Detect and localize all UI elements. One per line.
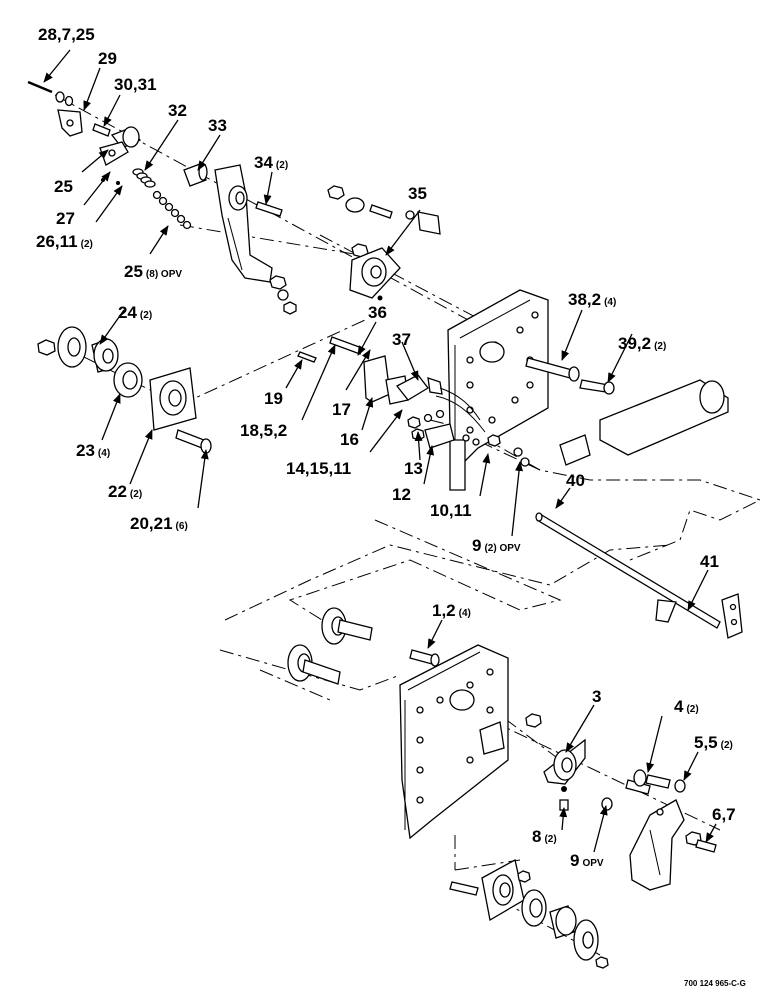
bolts-38-39 bbox=[525, 357, 615, 395]
side-plate-upper bbox=[447, 289, 549, 491]
upper-mount-bracket bbox=[214, 164, 441, 315]
center-switch-hardware bbox=[297, 336, 530, 467]
callout-34: 34(2) bbox=[254, 153, 288, 172]
callout-40: 40 bbox=[566, 471, 585, 490]
bottom-bearing-assembly bbox=[449, 859, 609, 969]
callout-labels: 28,7,25 29 30,31 32 33 34(2) 35 25 27 26… bbox=[36, 25, 736, 870]
spring-32 bbox=[132, 168, 156, 188]
callout-29: 29 bbox=[98, 49, 117, 68]
callout-arrows bbox=[43, 49, 717, 853]
lower-right-bracket bbox=[629, 799, 717, 891]
callout-4: 4(2) bbox=[674, 697, 699, 716]
callout-19: 19 bbox=[264, 389, 283, 408]
callout-5-5: 5,5(2) bbox=[694, 733, 733, 752]
callout-14-15-11: 14,15,11 bbox=[286, 459, 351, 478]
left-bearing-assembly bbox=[37, 326, 212, 454]
callout-27: 27 bbox=[56, 209, 75, 228]
callout-30-31: 30,31 bbox=[114, 75, 157, 94]
callout-36: 36 bbox=[368, 303, 387, 322]
callout-22: 22(2) bbox=[108, 482, 142, 501]
callout-33: 33 bbox=[208, 116, 227, 135]
callout-23: 23(4) bbox=[76, 441, 110, 460]
drawing-number: 700 124 965-C-G bbox=[684, 979, 746, 988]
lower-flange-3 bbox=[543, 738, 686, 811]
callout-10-11: 10,11 bbox=[430, 501, 472, 520]
callout-12: 12 bbox=[392, 485, 411, 504]
callout-3: 3 bbox=[592, 687, 601, 706]
callout-41: 41 bbox=[700, 552, 719, 571]
callout-25-a: 25 bbox=[54, 177, 73, 196]
callout-24: 24(2) bbox=[118, 303, 152, 322]
callout-8: 8(2) bbox=[532, 827, 557, 846]
callout-13: 13 bbox=[404, 459, 423, 478]
callout-38-2: 38,2(4) bbox=[568, 290, 616, 309]
side-plate-lower bbox=[399, 644, 542, 840]
callout-16: 16 bbox=[340, 430, 359, 449]
callout-6-7: 6,7 bbox=[712, 805, 736, 824]
callout-9-a: 9(2) OPV bbox=[472, 536, 521, 555]
bearing-flange-35 bbox=[349, 247, 401, 301]
callout-28-7-25: 28,7,25 bbox=[38, 25, 95, 44]
callout-37: 37 bbox=[392, 330, 411, 349]
callout-39-2: 39,2(2) bbox=[618, 334, 666, 353]
callout-20-21: 20,21(6) bbox=[130, 514, 188, 533]
callout-25-b: 25(8) OPV bbox=[124, 262, 182, 281]
callout-32: 32 bbox=[168, 101, 187, 120]
lower-rollers bbox=[287, 607, 440, 685]
drum-tube bbox=[559, 379, 729, 466]
callout-18-5-2: 18,5,2 bbox=[240, 421, 287, 440]
callout-1-2: 1,2(4) bbox=[432, 601, 471, 620]
callout-26-11: 26,11(2) bbox=[36, 232, 93, 251]
rod-40-and-lever-41 bbox=[535, 512, 743, 639]
callout-35: 35 bbox=[408, 184, 427, 203]
callout-17: 17 bbox=[332, 400, 351, 419]
upper-bracket-hardware bbox=[27, 80, 208, 230]
